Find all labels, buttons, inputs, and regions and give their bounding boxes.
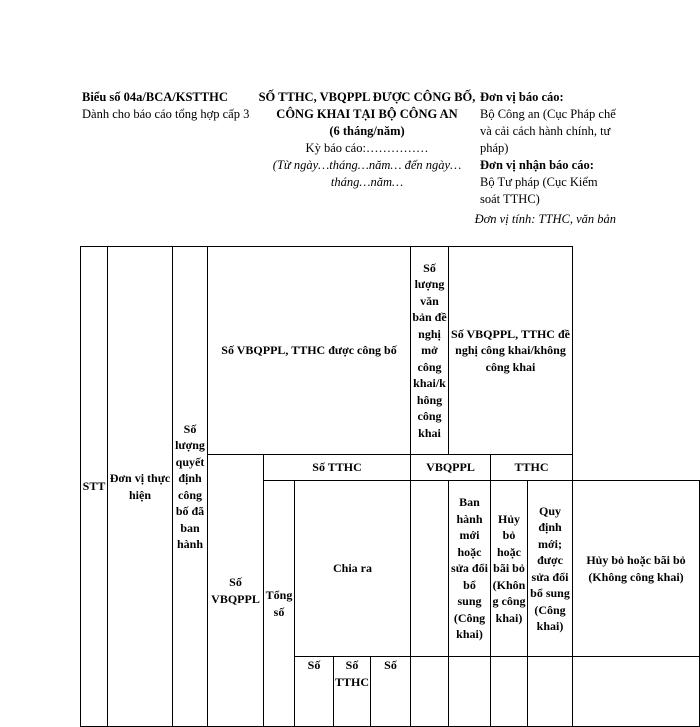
reporting-unit: Bộ Công an (Cục Pháp chế và cải cách hàn… (480, 107, 616, 155)
group-chia-ra: Chia ra (294, 480, 411, 657)
col-sub-1: Số (294, 656, 334, 727)
col-so-luong-quyet-dinh: Số lượng quyết định công bố đã ban hành (172, 246, 208, 727)
form-code-block: Biểu số 04a/BCA/KSTTHC Dành cho báo cáo … (82, 89, 252, 123)
col-don-vi: Đơn vị thực hiện (107, 246, 173, 727)
col-huy-bo-vbqppl: Hủy bỏ hoặc bãi bỏ (Không công khai) (490, 480, 528, 657)
empty-cell (527, 656, 573, 727)
group-tthc: TTHC (490, 454, 573, 481)
form-note: Dành cho báo cáo tổng hợp cấp 3 (82, 107, 250, 121)
col-ban-hanh-moi: Ban hành mới hoặc sửa đổi bổ sung (Công … (448, 480, 491, 657)
receiving-unit: Bộ Tư pháp (Cục Kiểm soát TTHC) (480, 175, 598, 206)
group-so-tthc: Số TTHC (263, 454, 411, 481)
report-period: Kỳ báo cáo:…………… (305, 141, 429, 155)
report-title: SỐ TTHC, VBQPPL ĐƯỢC CÔNG BỐ, CÔNG KHAI … (258, 90, 476, 121)
period-type: (6 tháng/năm) (329, 124, 405, 138)
col-stt: STT (80, 246, 108, 727)
group-de-nghi: Số VBQPPL, TTHC đề nghị công khai/không … (448, 246, 573, 455)
empty-cell (572, 656, 700, 727)
col-so-vbqppl: Số VBQPPL (207, 454, 264, 727)
receiving-unit-label: Đơn vị nhận báo cáo: (480, 158, 594, 172)
report-title-block: SỐ TTHC, VBQPPL ĐƯỢC CÔNG BỐ, CÔNG KHAI … (256, 89, 478, 191)
empty-cell (448, 656, 491, 727)
empty-cell (490, 656, 528, 727)
form-code: Biểu số 04a/BCA/KSTTHC (82, 90, 228, 104)
group-cong-bo: Số VBQPPL, TTHC được công bố (207, 246, 411, 455)
unit-info-block: Đơn vị báo cáo: Bộ Công an (Cục Pháp chế… (480, 89, 620, 208)
col-sub-2: Số TTHC (333, 656, 371, 727)
col-quy-dinh-moi: Quy định mới; được sửa đổi bổ sung (Công… (527, 480, 573, 657)
unit-of-measure: Đơn vị tính: TTHC, văn bản (474, 212, 616, 226)
empty-cell (410, 480, 449, 657)
col-tong-so: Tổng số (263, 480, 295, 727)
reporting-unit-label: Đơn vị báo cáo: (480, 90, 564, 104)
empty-cell (410, 656, 449, 727)
report-table: STT Đơn vị thực hiện Số lượng quyết định… (80, 246, 700, 727)
col-sub-3: Số (370, 656, 411, 727)
col-huy-bo-tthc: Hủy bỏ hoặc bãi bỏ (Không công khai) (572, 480, 700, 657)
col-so-luong-van-ban-de-nghi: Số lượng văn bản đề nghị mở công khai/kh… (410, 246, 449, 455)
date-range: (Từ ngày…tháng…năm… đến ngày…tháng…năm… (272, 158, 462, 189)
group-vbqppl: VBQPPL (410, 454, 491, 481)
